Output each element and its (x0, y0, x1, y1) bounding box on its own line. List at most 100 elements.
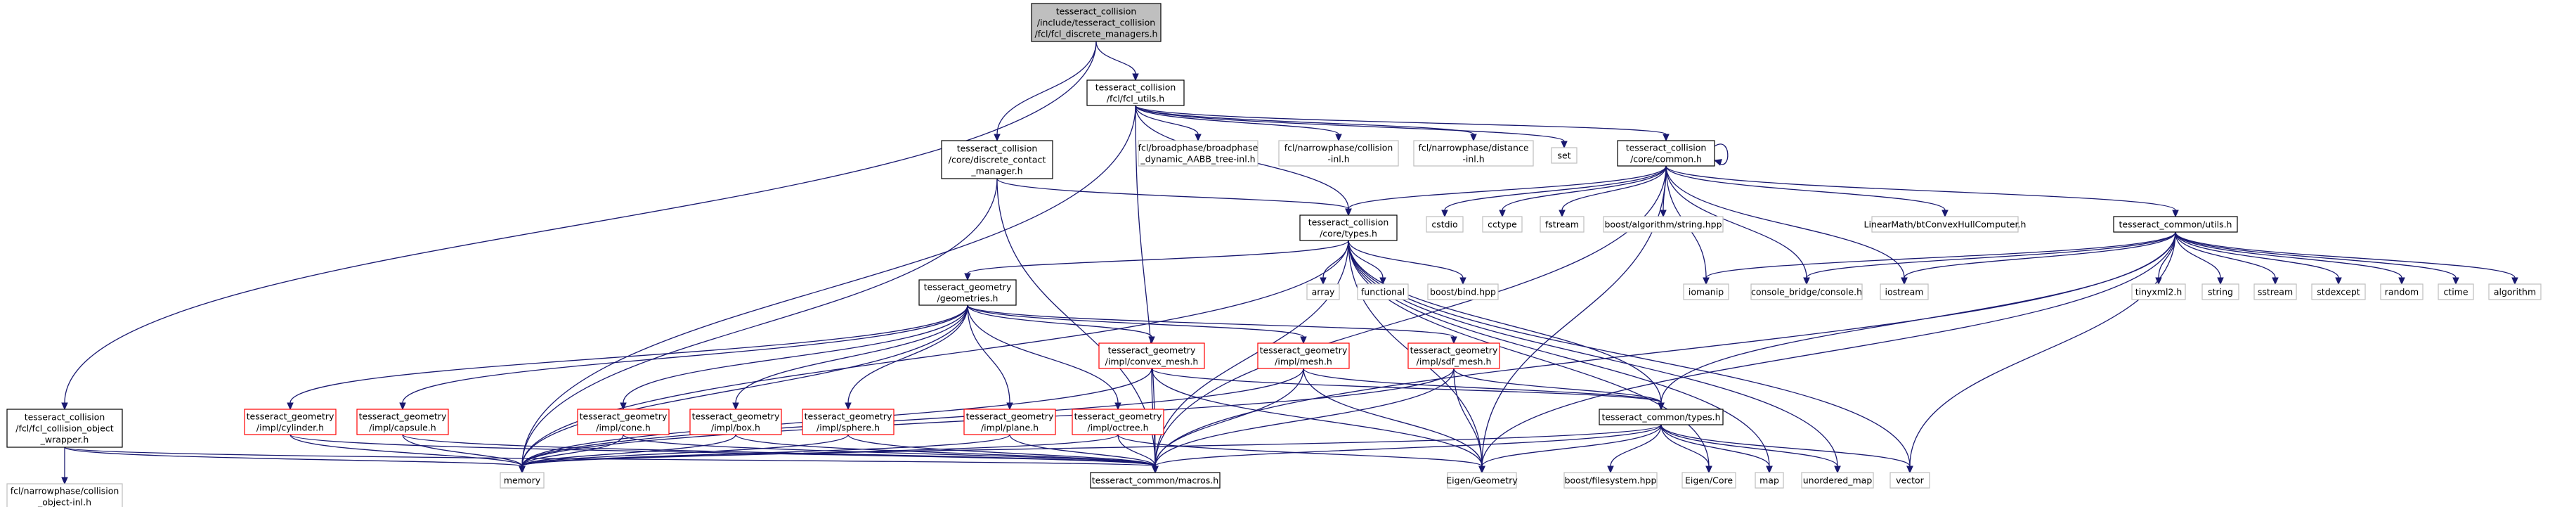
node-tinyxml2: tinyxml2.h (2131, 283, 2186, 300)
node-box (802, 409, 895, 435)
edge-common_utils-to-eigen_geometry (1478, 231, 2176, 474)
node-box (1426, 216, 1464, 233)
node-label-line: /fcl/fcl_discrete_managers.h (1035, 29, 1158, 39)
node-unordered-map: unordered_map (1801, 472, 1874, 489)
node-core-common[interactable]: tesseract_collision/core/common.h (1617, 140, 1715, 167)
node-cone[interactable]: tesseract_geometry/impl/cone.h (577, 409, 670, 435)
node-box (1357, 283, 1409, 300)
node-label-line: fcl/narrowphase/distance (1418, 143, 1528, 153)
node-box (1257, 342, 1350, 369)
node-label-line: _object-inl.h (37, 497, 91, 507)
node-ctime: ctime (2438, 283, 2474, 300)
node-label-line: tesseract_common/utils.h (2119, 219, 2232, 230)
node-label-line: cstdio (1431, 219, 1457, 230)
node-mesh[interactable]: tesseract_geometry/impl/mesh.h (1257, 342, 1350, 369)
node-bt-convex-hull: LinearMath/btConvexHullComputer.h (1864, 216, 2026, 233)
node-label-line: /impl/cone.h (596, 423, 651, 433)
node-common-types[interactable]: tesseract_common/types.h (1599, 409, 1724, 425)
node-box (918, 279, 1017, 306)
edge-octree-to-common_macros (1117, 434, 1159, 474)
node-label-line: tesseract_collision (1308, 217, 1389, 228)
node-cylinder[interactable]: tesseract_geometry/impl/cylinder.h (244, 409, 337, 435)
node-label-line: functional (1361, 287, 1405, 297)
node-geometries[interactable]: tesseract_geometry/geometries.h (918, 279, 1017, 306)
node-box[interactable]: tesseract_geometry/impl/box.h (689, 409, 782, 435)
node-label-line: tesseract_geometry (1108, 345, 1196, 356)
node-box (1427, 283, 1499, 300)
edge-core_types-to-eigen_core (1348, 240, 1712, 474)
node-label-line: _wrapper.h (40, 435, 89, 445)
node-sdf-mesh[interactable]: tesseract_geometry/impl/sdf_mesh.h (1407, 342, 1500, 369)
node-label-line: -inl.h (1462, 154, 1484, 165)
node-label-line: /fcl/fcl_collision_object (15, 423, 114, 434)
edge-common_utils-to-iomanip (1703, 231, 2176, 285)
node-box (1482, 216, 1523, 233)
node-array: array (1306, 283, 1340, 300)
node-plane[interactable]: tesseract_geometry/impl/plane.h (963, 409, 1056, 435)
node-label-line: /impl/plane.h (981, 423, 1039, 433)
node-capsule[interactable]: tesseract_geometry/impl/capsule.h (356, 409, 449, 435)
node-label-line: tesseract_geometry (1410, 345, 1498, 356)
node-label-line: /fcl/fcl_utils.h (1107, 94, 1164, 104)
node-box (2311, 283, 2366, 300)
edge-common_types-to-vector (1660, 424, 1913, 474)
node-box (2131, 283, 2186, 300)
node-box (1750, 283, 1863, 300)
node-box (1278, 140, 1399, 167)
node-label-line: tesseract_geometry (1260, 345, 1348, 356)
node-octree[interactable]: tesseract_geometry/impl/octree.h (1072, 409, 1164, 435)
node-fcl-collision-object-wrapper[interactable]: tesseract_collision/fcl/fcl_collision_ob… (6, 409, 123, 448)
node-label-line: tesseract_collision (1056, 6, 1137, 17)
node-root[interactable]: tesseract_collision/include/tesseract_co… (1031, 3, 1162, 42)
edge-core_types-to-memory (519, 240, 1349, 474)
node-box (1306, 283, 1340, 300)
node-fcl-utils[interactable]: tesseract_collision/fcl/fcl_utils.h (1086, 79, 1185, 106)
node-box (1407, 342, 1500, 369)
node-label-line: random (2385, 287, 2419, 297)
edge-mesh-to-common_macros (1152, 368, 1304, 474)
node-box (1563, 472, 1658, 489)
node-narrowphase-distance-inl: fcl/narrowphase/distance-inl.h (1413, 140, 1534, 167)
node-core-types[interactable]: tesseract_collision/core/types.h (1299, 214, 1398, 241)
node-box (356, 409, 449, 435)
edge-plane-to-common_macros (1009, 434, 1159, 474)
node-label-line: vector (1896, 475, 1925, 486)
node-box (2253, 283, 2297, 300)
node-box (1086, 79, 1185, 106)
node-box (1090, 472, 1221, 489)
node-label-line: iomanip (1689, 287, 1724, 297)
node-label-line: fcl/broadphase/broadphase (1138, 143, 1258, 153)
node-box (6, 409, 123, 448)
node-narrowphase-collision-inl: fcl/narrowphase/collision-inl.h (1278, 140, 1399, 167)
node-common-utils[interactable]: tesseract_common/utils.h (2113, 216, 2238, 233)
node-boost-bind: boost/bind.hpp (1427, 283, 1499, 300)
node-box (1603, 216, 1724, 233)
node-boost-filesystem: boost/filesystem.hpp (1563, 472, 1658, 489)
node-label-line: tesseract_collision (25, 412, 105, 423)
node-console-bridge: console_bridge/console.h (1750, 283, 1863, 300)
node-box (1889, 472, 1930, 489)
edge-core_types-to-geometries (964, 240, 1349, 281)
node-label-line: tesseract_geometry (359, 411, 447, 422)
node-box (1617, 140, 1715, 167)
node-common-macros[interactable]: tesseract_common/macros.h (1090, 472, 1221, 489)
edge-common_types-to-eigen_geometry (1478, 424, 1662, 474)
edge-common_types-to-boost_filesystem (1607, 424, 1662, 474)
edge-common_types-to-common_macros (1152, 424, 1662, 474)
node-label-line: tesseract_geometry (924, 282, 1012, 293)
edge-core_types-to-array (1320, 240, 1349, 285)
node-iostream: iostream (1880, 283, 1929, 300)
edge-discrete_contact_manager-to-core_types (996, 178, 1352, 217)
node-functional: functional (1357, 283, 1409, 300)
node-box (1413, 140, 1534, 167)
node-label-line: boost/bind.hpp (1430, 287, 1496, 297)
node-convex-mesh[interactable]: tesseract_geometry/impl/convex_mesh.h (1098, 342, 1205, 369)
node-box (1138, 140, 1258, 167)
node-sphere[interactable]: tesseract_geometry/impl/sphere.h (802, 409, 895, 435)
node-sstream: sstream (2253, 283, 2297, 300)
node-label-line: sstream (2258, 287, 2293, 297)
node-box (1072, 409, 1164, 435)
edge-geometries-to-cylinder (287, 304, 968, 411)
node-discrete-contact-manager[interactable]: tesseract_collision/core/discrete_contac… (941, 140, 1053, 179)
node-label-line: set (1557, 150, 1570, 161)
